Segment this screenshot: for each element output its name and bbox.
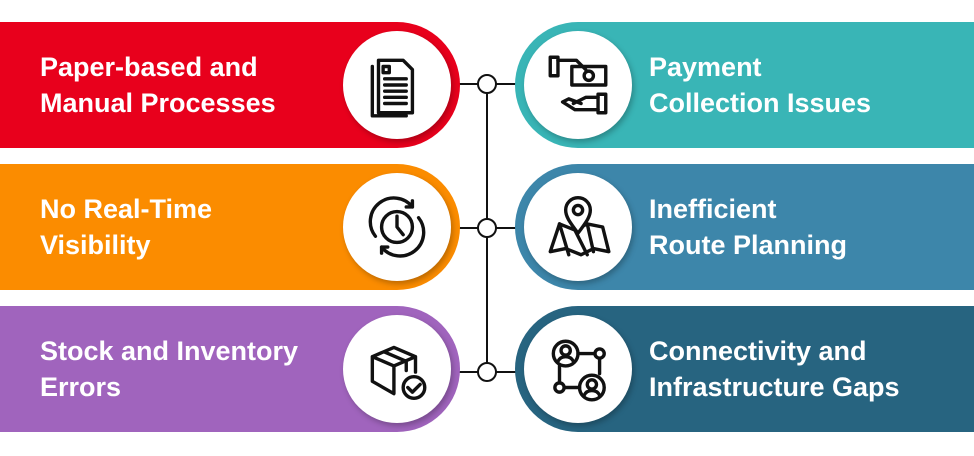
- map-pin-icon: [524, 173, 632, 281]
- clock-refresh-icon: [343, 173, 451, 281]
- box-check-icon: [343, 315, 451, 423]
- document-icon: [343, 31, 451, 139]
- connector-node: [477, 362, 497, 382]
- network-users-icon: [524, 315, 632, 423]
- connector-node: [477, 74, 497, 94]
- connector-node: [477, 218, 497, 238]
- hand-money-icon: [524, 31, 632, 139]
